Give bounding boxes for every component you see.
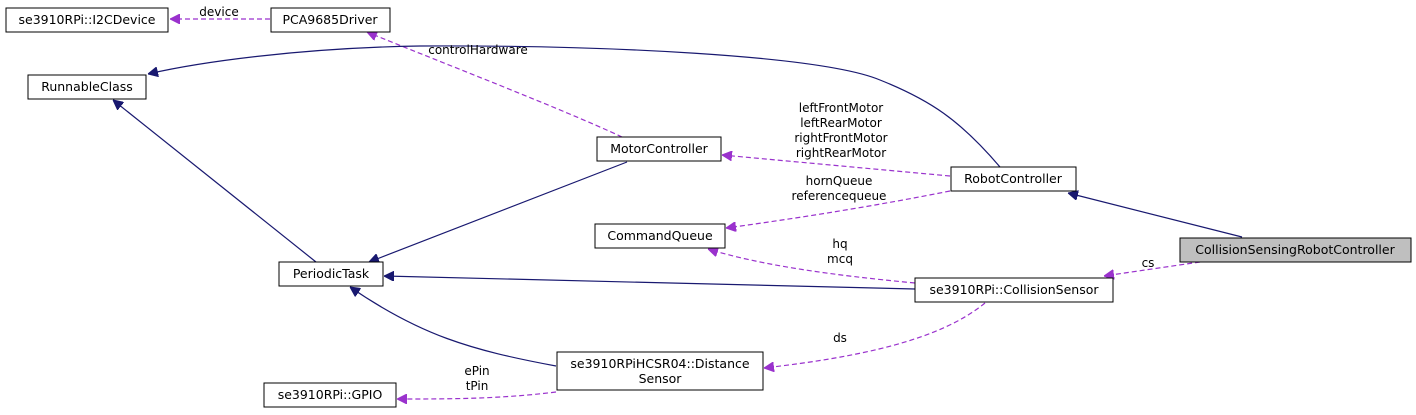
node-pca9685-driver[interactable]: PCA9685Driver [270,7,391,33]
edge-label-device: device [199,5,238,19]
edge-robot-controller-inherits-runnable [148,45,1001,168]
node-collision-sensor[interactable]: se3910RPi::CollisionSensor [914,277,1114,303]
node-distance-sensor-label-line2: Sensor [639,371,683,386]
edge-label-horn-queue: hornQueue [806,174,873,188]
edge-queues [726,190,951,228]
node-collision-sensing-robot-controller-label: CollisionSensingRobotController [1195,242,1395,257]
node-robot-controller-label: RobotController [964,171,1063,186]
edge-ds [764,302,986,368]
node-pca9685-driver-label: PCA9685Driver [282,12,378,27]
edge-pins [397,391,557,399]
node-gpio-label: se3910RPi::GPIO [278,387,383,402]
node-collision-sensing-robot-controller[interactable]: CollisionSensingRobotController [1179,237,1412,263]
edge-cs [1104,261,1201,276]
edge-hq-mcq [708,249,916,284]
edge-label-left-rear-motor: leftRearMotor [800,116,882,130]
nodes: se3910RPi::I2CDevice PCA9685Driver Runna… [5,7,1412,408]
node-i2c-device-label: se3910RPi::I2CDevice [19,12,156,27]
edges [113,19,1243,399]
edge-label-e-pin: ePin [464,364,489,378]
node-motor-controller[interactable]: MotorController [596,136,722,162]
node-distance-sensor[interactable]: se3910RPiHCSR04::Distance Sensor [556,351,764,391]
edge-label-ds: ds [833,331,847,345]
node-command-queue[interactable]: CommandQueue [594,223,726,249]
node-command-queue-label: CommandQueue [607,228,713,243]
node-distance-sensor-label-line1: se3910RPiHCSR04::Distance [570,356,749,371]
edge-label-reference-queue: referencequeue [792,189,887,203]
edge-motor-controller-inherits-periodic [369,161,628,262]
edge-label-left-front-motor: leftFrontMotor [799,101,884,115]
node-gpio[interactable]: se3910RPi::GPIO [263,382,397,408]
edge-motors [722,155,951,177]
node-periodic-task[interactable]: PeriodicTask [278,261,384,287]
node-robot-controller[interactable]: RobotController [950,166,1077,192]
edge-label-hq: hq [832,237,847,251]
edge-control-hardware [367,32,623,138]
edge-distance-sensor-inherits-periodic [350,287,557,367]
edge-label-mcq: mcq [827,252,853,266]
edge-collision-sensor-inherits-periodic [384,276,916,290]
node-motor-controller-label: MotorController [610,141,708,156]
node-collision-sensor-label: se3910RPi::CollisionSensor [929,282,1099,297]
node-runnable-class[interactable]: RunnableClass [27,74,147,100]
edge-label-t-pin: tPin [466,379,489,393]
edge-periodic-inherits-runnable [113,100,317,263]
node-i2c-device[interactable]: se3910RPi::I2CDevice [5,7,169,33]
edge-label-control-hardware: controlHardware [428,43,528,57]
edge-labels: device controlHardware leftFrontMotor le… [199,5,1154,393]
node-runnable-class-label: RunnableClass [41,79,133,94]
edge-label-right-rear-motor: rightRearMotor [796,146,886,160]
edge-cs-controller-inherits-robot-controller [1068,193,1243,238]
edge-label-right-front-motor: rightFrontMotor [794,131,887,145]
node-periodic-task-label: PeriodicTask [293,266,370,281]
edge-label-cs: cs [1142,256,1155,270]
